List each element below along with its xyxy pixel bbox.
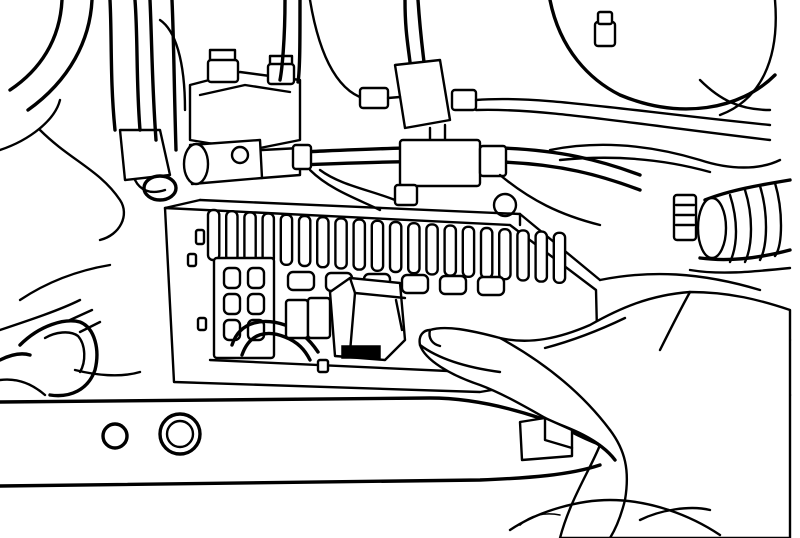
relay-socket-cell [246,292,266,316]
fuse-slot [334,217,348,270]
relay-socket-cells [222,266,266,342]
left-pipe-fitting [0,308,142,398]
fuse-slot [297,214,312,268]
lower-right-disc [508,498,722,537]
relay-connector [328,276,407,362]
fuse-slot [516,229,530,282]
round-housing [548,0,777,117]
top-row-fuse-slots [206,208,567,285]
fuse-slot [552,231,567,285]
fuse-slot [407,221,421,275]
fuse-slot-small [400,273,430,295]
fuse-slot [370,219,385,273]
relay-socket-cell [222,318,242,342]
technician-hand [418,290,792,538]
fuse-slot-small [286,270,316,292]
fuse-slot [479,226,494,280]
fuse-slot [534,230,549,283]
fuse-slot [388,220,403,274]
relay-socket-cell [246,266,266,290]
fuse-slot [261,212,276,265]
fuse-slot [425,223,439,276]
fuse-slot [498,227,512,281]
corrugated-hose [672,178,792,274]
fuse-slot [461,225,476,279]
fuse-slot [224,209,239,263]
fuse-slot-small [438,274,468,296]
brake-line-valves [182,0,782,227]
relay-socket-cell [222,266,242,290]
mounting-bracket [0,396,617,488]
fuse-slot [279,213,294,267]
upper-left-hoses [0,0,187,332]
relay-socket-cell [222,292,242,316]
fuse-slot [316,215,330,269]
fuse-slot [352,218,367,271]
fuse-slot [206,208,221,262]
fuse-slot [443,224,458,277]
fuse-slot-small [476,275,506,297]
fuse-slot [243,211,257,264]
